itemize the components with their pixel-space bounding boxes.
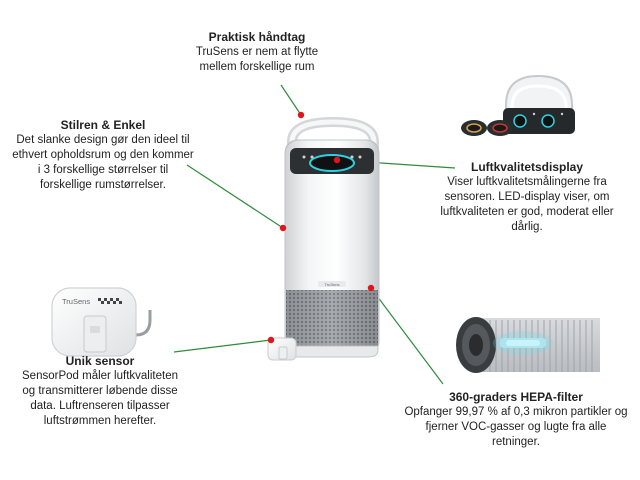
marker-filter (367, 284, 375, 292)
marker-display (333, 156, 341, 164)
callout-sensor-title: Unik sensor (65, 354, 135, 368)
marker-handle (297, 111, 305, 119)
unit-brand-label: TruSens (325, 282, 340, 287)
callout-display-text: Viser luftkvalitetsmålingerne fra sensor… (440, 176, 614, 233)
display-inset (461, 74, 575, 136)
marker-sensor (267, 336, 275, 344)
callout-handle-title: Praktisk håndtag (208, 30, 306, 44)
hepa-filter-inset (456, 317, 600, 373)
callout-filter-text: Opfanger 99,97 % af 0,3 mikron partikler… (404, 406, 628, 448)
sensor-pod-inset: TruSens (51, 287, 152, 357)
callout-sensor: Unik sensor SensorPod måler luftkvalitet… (16, 354, 184, 429)
pod-brand-label: TruSens (62, 297, 90, 306)
marker-design (279, 224, 287, 232)
callout-design-text: Det slanke design gør den ideel til ethv… (12, 134, 194, 191)
callout-display: Luftkvalitetsdisplay Viser luftkvalitets… (418, 160, 636, 235)
callout-handle-text: TruSens er nem at flytte mellem forskell… (195, 46, 319, 73)
callout-display-title: Luftkvalitetsdisplay (470, 160, 584, 174)
markers (267, 111, 375, 344)
air-purifier: TruSens (284, 116, 380, 358)
callout-design-title: Stilren & Enkel (60, 118, 146, 132)
leader-line-design (186, 164, 284, 229)
callout-handle: Praktisk håndtag TruSens er nem at flytt… (152, 30, 362, 75)
leader-line-sensor (173, 339, 272, 353)
sensor-pod-small (267, 337, 297, 361)
callout-design: Stilren & Enkel Det slanke design gør de… (8, 118, 198, 193)
callout-filter-title: 360-graders HEPA-filter (449, 390, 583, 404)
callout-filter: 360-graders HEPA-filter Opfanger 99,97 %… (392, 390, 640, 450)
callout-sensor-text: SensorPod måler luftkvaliteten og transm… (22, 370, 178, 427)
aqi-ring-icon (309, 154, 355, 172)
leader-line-handle (280, 84, 302, 116)
leader-line-filter (370, 287, 444, 385)
